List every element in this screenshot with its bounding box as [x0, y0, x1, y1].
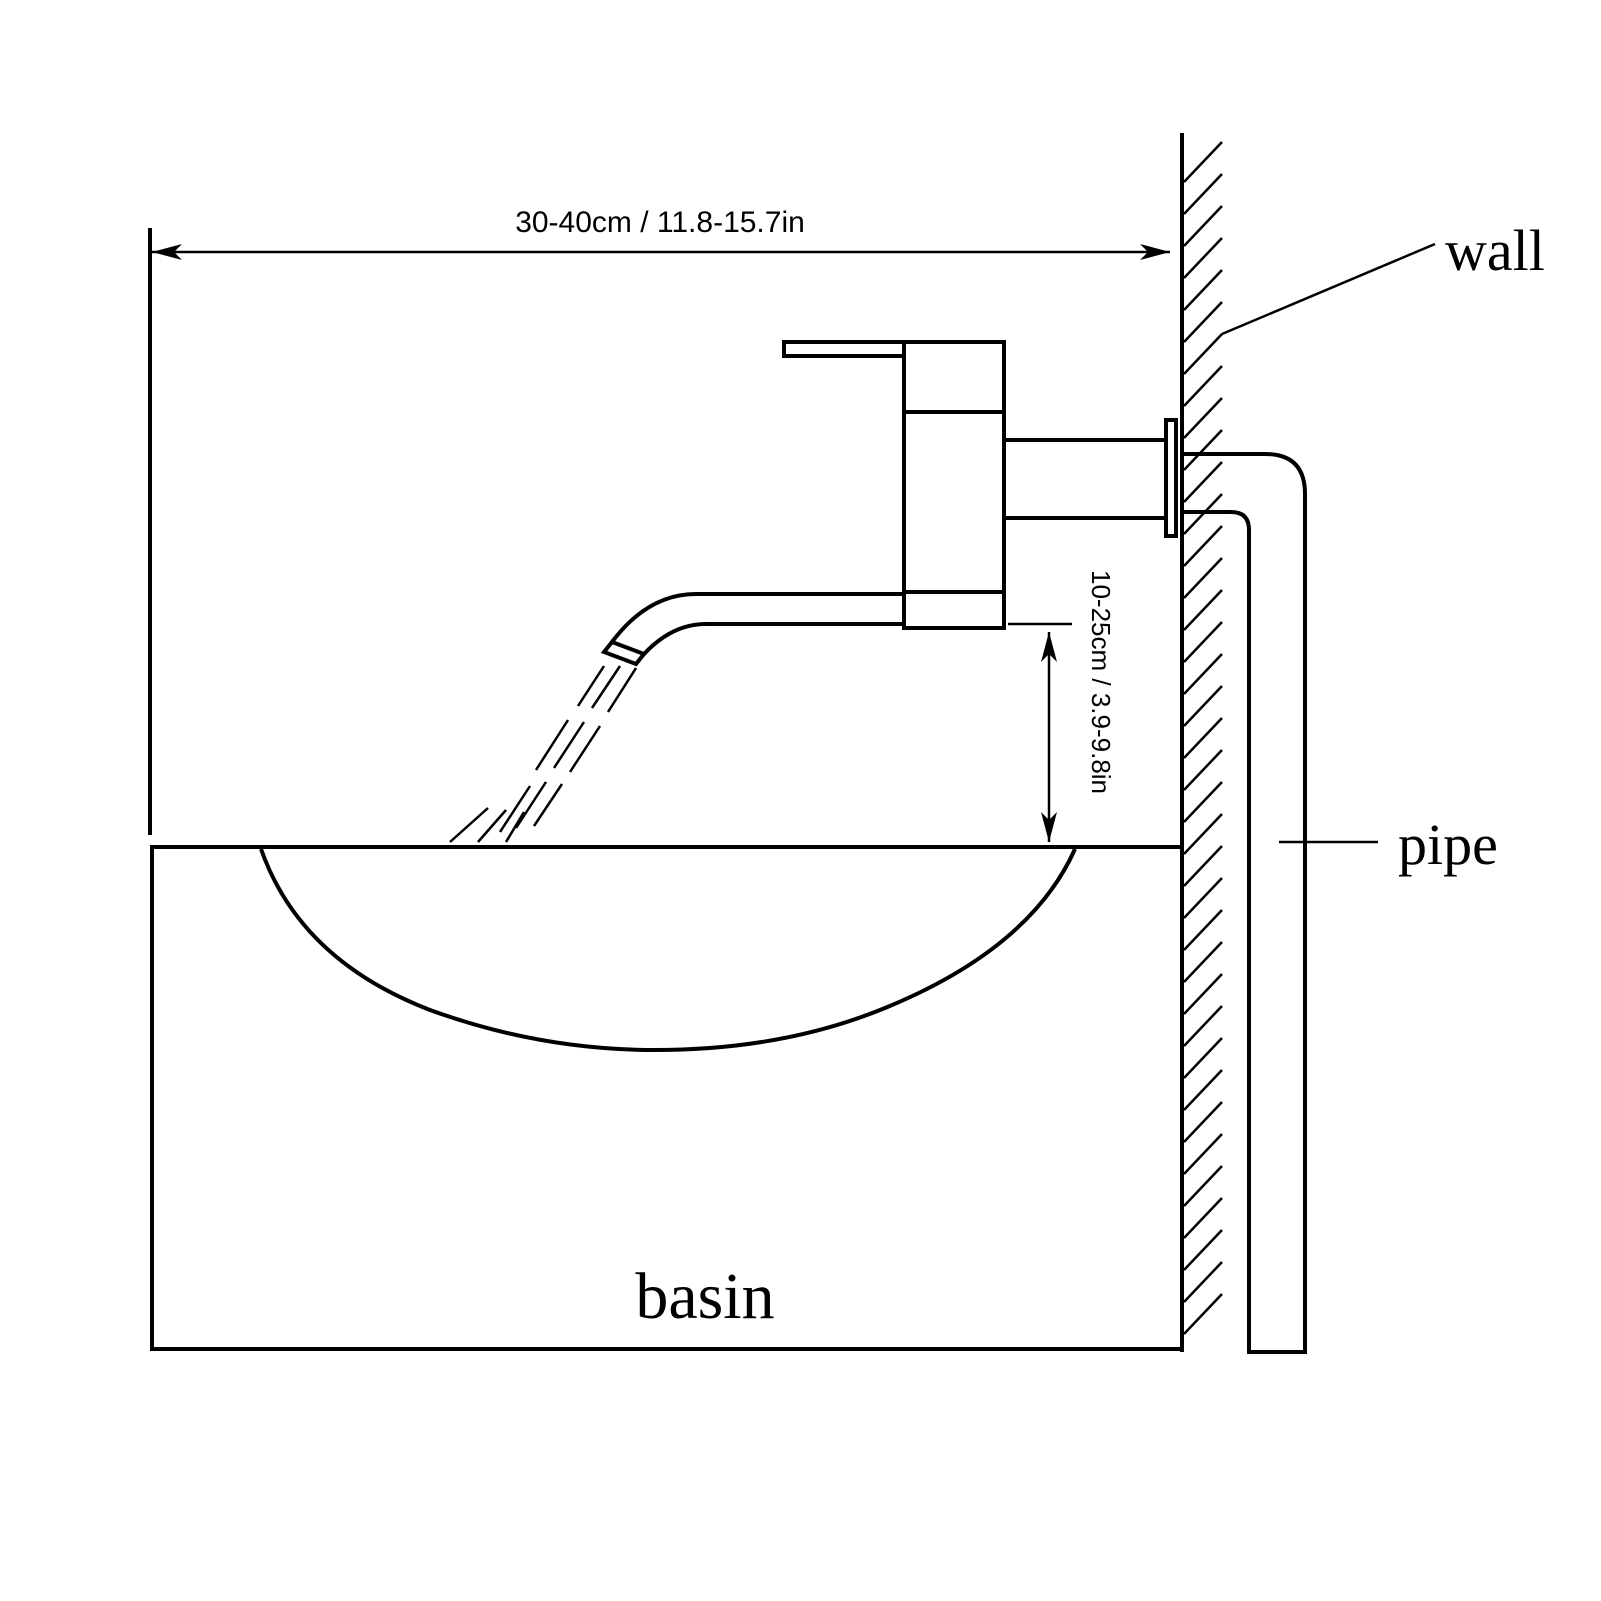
spout-top — [610, 592, 904, 644]
width-dimension-label: 30-40cm / 11.8-15.7in — [515, 206, 805, 239]
pipe-label: pipe — [1398, 812, 1498, 877]
wall-hatch-line — [1183, 1069, 1223, 1111]
wall-hatch-line — [1183, 461, 1223, 503]
pipe: pipe — [1184, 452, 1498, 1354]
wall-hatch-line — [1183, 173, 1223, 215]
wall: wall — [1180, 133, 1545, 1352]
wall-hatch-line — [1183, 1165, 1223, 1207]
wall-hatch-line — [1183, 301, 1223, 343]
wall-hatch-line — [1183, 973, 1223, 1015]
wall-hatch-line — [1183, 877, 1223, 919]
basin-bowl — [259, 848, 1077, 1053]
water-dash — [477, 809, 507, 843]
spout-bottom — [642, 622, 904, 656]
wall-hatch-line — [1183, 589, 1223, 631]
width-dimension: 30-40cm / 11.8-15.7in — [148, 206, 1170, 835]
wall-hatch-line — [1183, 525, 1223, 567]
wall-hatch-line — [1183, 1133, 1223, 1175]
aerator — [600, 639, 648, 667]
wall-hatch-line — [1183, 1101, 1223, 1143]
water-dash — [606, 667, 638, 713]
water-dash — [568, 725, 602, 773]
wall-hatch-line — [1183, 845, 1223, 887]
water-dash — [590, 665, 622, 709]
wall-hatch-line — [1183, 1005, 1223, 1047]
water-dash — [504, 811, 526, 843]
faucet-handle — [782, 340, 904, 358]
pipe-outline — [1184, 452, 1307, 1354]
height-dimension: 10-25cm / 3.9-9.8in — [1008, 570, 1116, 842]
wall-hatch-line — [1183, 1197, 1223, 1239]
wall-hatch-line — [1183, 557, 1223, 599]
wall-hatch-line — [1183, 237, 1223, 279]
water-dash — [532, 783, 564, 827]
basin-label: basin — [635, 1260, 774, 1333]
wall-leader-line — [1221, 242, 1436, 336]
wall-hatch-line — [1183, 909, 1223, 951]
water-dash — [576, 665, 606, 707]
water-dash — [514, 781, 548, 829]
wall-hatch-line — [1183, 621, 1223, 663]
wall-hatch-line — [1183, 141, 1223, 183]
wall-hatch-line — [1183, 269, 1223, 311]
wall-hatch-line — [1183, 205, 1223, 247]
wall-hatch-line — [1183, 1037, 1223, 1079]
height-dimension-label: 10-25cm / 3.9-9.8in — [1086, 570, 1116, 794]
wall-hatch-line — [1183, 813, 1223, 855]
wall-label: wall — [1445, 218, 1545, 283]
water-dash — [552, 721, 586, 769]
basin: basin — [150, 845, 1184, 1351]
faucet — [449, 340, 1178, 843]
water-dash — [498, 785, 532, 833]
wall-hatch-line — [1183, 717, 1223, 759]
faucet-body — [902, 340, 1006, 630]
wall-hatch-line — [1183, 1261, 1223, 1303]
wall-hatch-line — [1183, 781, 1223, 823]
water-dash — [449, 807, 489, 843]
wall-flange — [1164, 418, 1178, 538]
wall-hatch-line — [1183, 749, 1223, 791]
wall-hatch-line — [1183, 1293, 1223, 1335]
wall-hatch-line — [1183, 397, 1223, 439]
wall-hatch-line — [1183, 685, 1223, 727]
water-dash — [534, 719, 570, 771]
wall-hatch-line — [1183, 941, 1223, 983]
water-stream — [449, 665, 638, 843]
wall-hatch-line — [1183, 333, 1223, 375]
wall-hatch-line — [1183, 365, 1223, 407]
wall-hatching — [1183, 141, 1223, 1335]
wall-hatch-line — [1183, 653, 1223, 695]
wall-hatch-line — [1183, 429, 1223, 471]
basin-body — [150, 845, 1184, 1351]
wall-hatch-line — [1183, 1229, 1223, 1271]
